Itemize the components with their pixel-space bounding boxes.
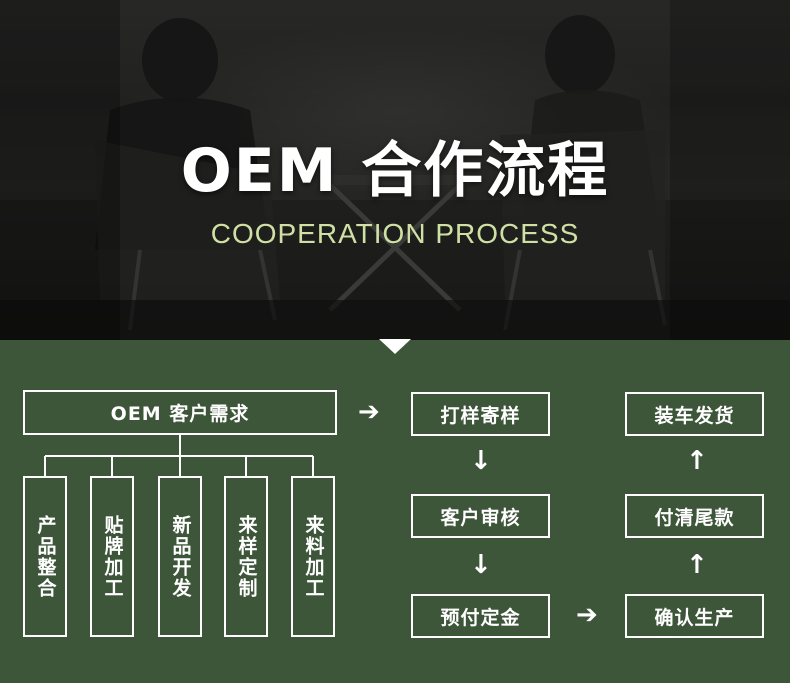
service-label: 来料加工 bbox=[302, 514, 325, 599]
oem-request-box: OEM 客户需求 bbox=[23, 390, 337, 435]
page-subtitle: COOPERATION PROCESS bbox=[210, 218, 580, 249]
service-box: 新品开发 bbox=[158, 476, 202, 637]
up-arrow-icon: ↑ bbox=[686, 550, 708, 580]
down-arrow-icon: ↓ bbox=[470, 550, 492, 580]
hero-background-photo bbox=[0, 0, 790, 340]
service-label: 新品开发 bbox=[169, 514, 192, 599]
step-deposit-box: 预付定金 bbox=[411, 594, 550, 638]
down-pointer-icon bbox=[379, 339, 411, 354]
service-label: 来样定制 bbox=[235, 514, 258, 599]
hero-banner: OEM 合作流程 COOPERATION PROCESS bbox=[0, 0, 790, 340]
right-arrow-icon: ➔ bbox=[576, 600, 598, 630]
step-sample-box: 打样寄样 bbox=[411, 392, 550, 436]
page-title: OEM 合作流程 bbox=[180, 136, 610, 206]
down-arrow-icon: ↓ bbox=[470, 446, 492, 476]
up-arrow-icon: ↑ bbox=[686, 446, 708, 476]
service-box: 产品整合 bbox=[23, 476, 67, 637]
step-confirm-production-box: 确认生产 bbox=[625, 594, 764, 638]
service-box: 来样定制 bbox=[224, 476, 268, 637]
service-label: 贴牌加工 bbox=[101, 514, 124, 599]
right-arrow-icon: ➔ bbox=[358, 397, 380, 427]
step-shipping-box: 装车发货 bbox=[625, 392, 764, 436]
step-final-payment-box: 付清尾款 bbox=[625, 494, 764, 538]
step-review-box: 客户审核 bbox=[411, 494, 550, 538]
service-label: 产品整合 bbox=[34, 514, 57, 599]
service-box: 来料加工 bbox=[291, 476, 335, 637]
service-box: 贴牌加工 bbox=[90, 476, 134, 637]
